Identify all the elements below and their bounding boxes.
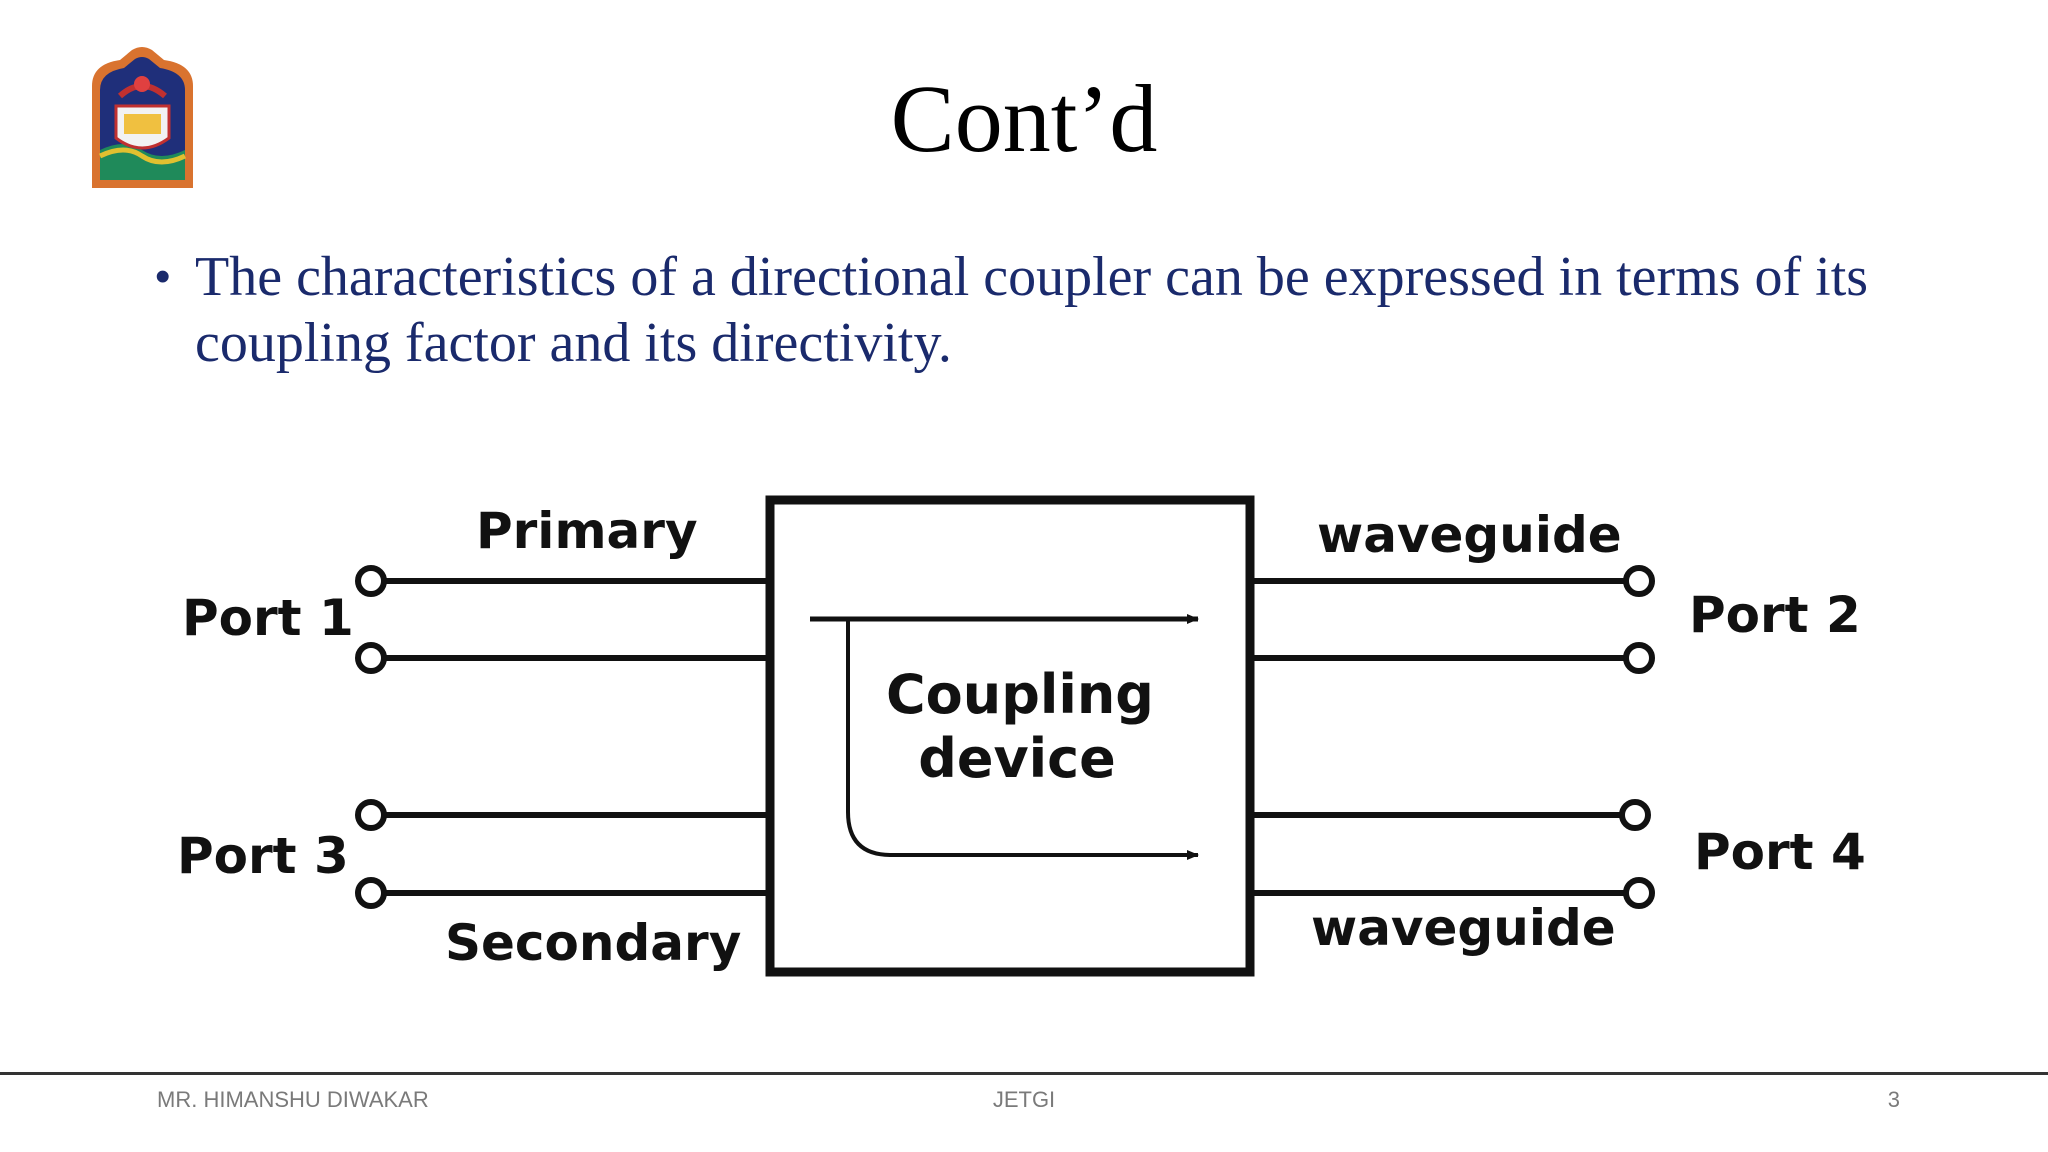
footer-institute: JETGI	[992, 1087, 1056, 1112]
secondary-label: Secondary	[445, 914, 741, 972]
institute-logo	[92, 47, 193, 188]
device-label-line2: device	[918, 727, 1116, 790]
coupled-arrow	[846, 619, 1199, 860]
port3-label: Port 3	[177, 827, 349, 885]
slide-title: Cont’d	[890, 65, 1158, 172]
port3-terminal-lower	[355, 877, 387, 909]
port2-terminal-upper	[1623, 565, 1655, 597]
port3-terminal-upper	[355, 799, 387, 831]
port1-terminal-lower	[355, 642, 387, 674]
port4-label: Port 4	[1694, 823, 1866, 881]
page-number: 3	[1887, 1087, 1900, 1112]
port1-label: Port 1	[182, 589, 354, 647]
footer-divider	[0, 1072, 2048, 1075]
waveguide-bottom-label: waveguide	[1311, 899, 1616, 957]
port4-terminal-lower	[1623, 877, 1655, 909]
device-label-line1: Coupling	[886, 663, 1154, 726]
bullet-point: • The characteristics of a directional c…	[155, 244, 1875, 376]
port2-label: Port 2	[1689, 586, 1861, 644]
primary-label: Primary	[476, 502, 698, 560]
port1-terminal-upper	[355, 565, 387, 597]
port2-terminal-lower	[1623, 642, 1655, 674]
bullet-marker: •	[155, 252, 171, 301]
footer-author: MR. HIMANSHU DIWAKAR	[157, 1087, 429, 1112]
bullet-text: The characteristics of a directional cou…	[195, 246, 1869, 374]
port4-terminal-upper	[1619, 799, 1651, 831]
coupling-device-box	[765, 495, 1255, 977]
waveguide-top-label: waveguide	[1317, 506, 1622, 564]
